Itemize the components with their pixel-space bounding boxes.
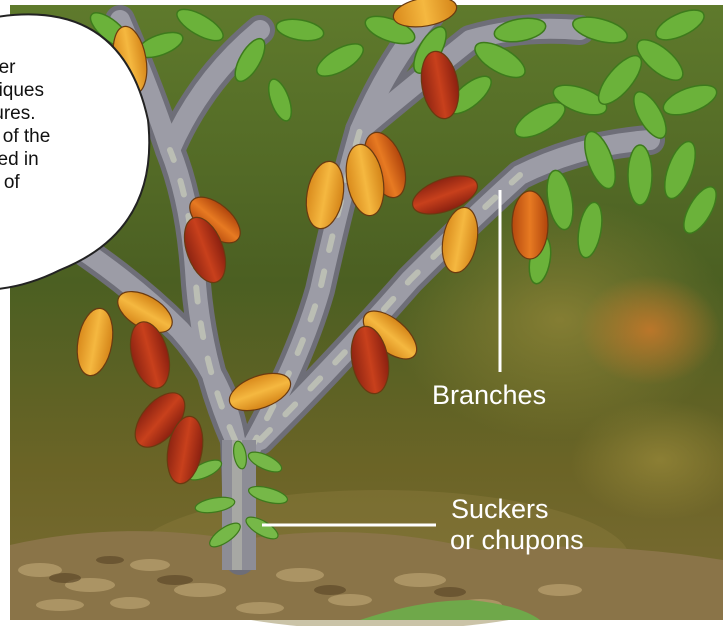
branches-label: Branches xyxy=(432,381,546,410)
callout-line: ved in xyxy=(0,148,138,171)
chupons-label: or chupons xyxy=(450,526,584,555)
callout-line: s of the xyxy=(0,125,138,148)
callout-line: tures. xyxy=(0,102,138,125)
callout-line: h of xyxy=(0,171,138,194)
callout-line: her xyxy=(0,56,138,79)
callout-line: niques xyxy=(0,79,138,102)
callout-text: her niques tures. s of the ved in h of xyxy=(0,56,138,194)
suckers-label: Suckers xyxy=(451,495,549,524)
